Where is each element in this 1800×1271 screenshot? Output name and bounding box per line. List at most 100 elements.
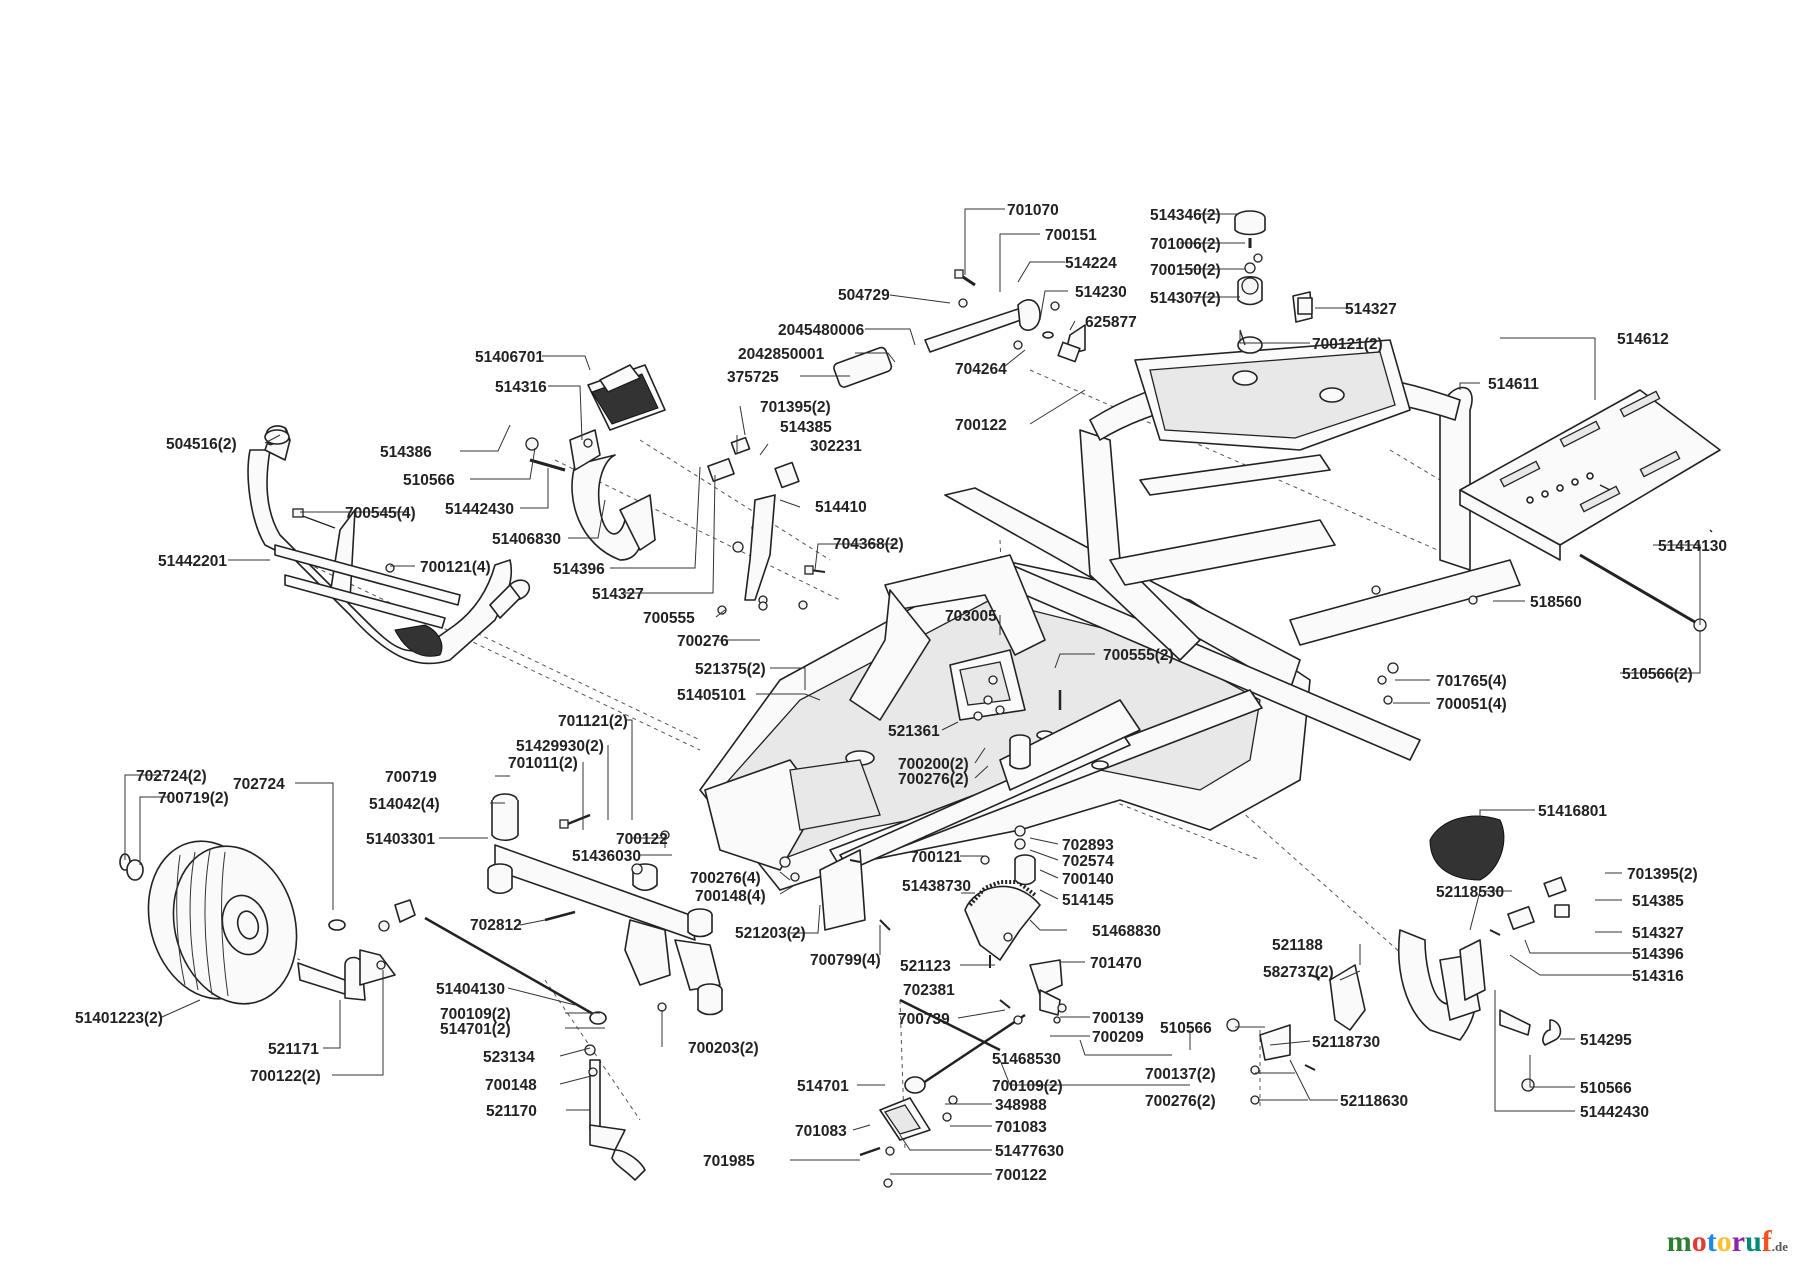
- label-514386: 514386: [380, 444, 432, 461]
- label-514307-2: 514307(2): [1150, 290, 1221, 307]
- label-700051-4: 700051(4): [1436, 696, 1507, 713]
- label-514396-right: 514396: [1632, 946, 1684, 963]
- label-700139: 700139: [1092, 1010, 1144, 1027]
- label-302231: 302231: [810, 438, 862, 455]
- label-514042-4: 514042(4): [369, 796, 440, 813]
- label-700121-4: 700121(4): [420, 559, 491, 576]
- label-51442430-left: 51442430: [445, 501, 514, 518]
- label-700200-2: 700200(2): [898, 756, 969, 773]
- logo-letter: u: [1745, 1225, 1762, 1258]
- label-51403301: 51403301: [366, 831, 435, 848]
- label-700739: 700739: [898, 1011, 950, 1028]
- label-514385-left: 514385: [780, 419, 832, 436]
- label-700150-2: 700150(2): [1150, 262, 1221, 279]
- label-700719-2: 700719(2): [158, 790, 229, 807]
- label-51442430-right: 51442430: [1580, 1104, 1649, 1121]
- label-514327-right: 514327: [1632, 925, 1684, 942]
- hardware: [292, 238, 1713, 1188]
- label-700121-steer: 700121: [910, 849, 962, 866]
- label-514295: 514295: [1580, 1032, 1632, 1049]
- label-521123: 521123: [900, 958, 951, 975]
- label-704368-2: 704368(2): [833, 536, 904, 553]
- label-700122-2: 700122(2): [250, 1068, 321, 1085]
- label-702812: 702812: [470, 917, 522, 934]
- label-514145: 514145: [1062, 892, 1114, 909]
- label-51404130: 51404130: [436, 981, 505, 998]
- label-701121-2: 701121(2): [558, 713, 628, 730]
- label-514224: 514224: [1065, 255, 1117, 272]
- label-703005: 703005: [945, 608, 997, 625]
- label-701395-2-left: 701395(2): [760, 399, 831, 416]
- label-701006-2: 701006(2): [1150, 236, 1221, 253]
- tie-rods: [394, 899, 1026, 1094]
- footrest-right: [1397, 815, 1505, 1041]
- label-702381: 702381: [903, 982, 955, 999]
- label-700151: 700151: [1045, 227, 1097, 244]
- label-700719: 700719: [385, 769, 437, 786]
- label-51468530: 51468530: [992, 1051, 1061, 1068]
- label-700109-2-right: 700109(2): [992, 1078, 1063, 1095]
- leader-lines: [124, 208, 1701, 1175]
- label-52118630: 52118630: [1340, 1093, 1408, 1110]
- label-701470: 701470: [1090, 955, 1142, 972]
- label-52118730: 52118730: [1312, 1034, 1380, 1051]
- label-504729: 504729: [838, 287, 890, 304]
- motoruf-logo: motoruf.de: [1667, 1225, 1788, 1259]
- label-514316-right: 514316: [1632, 968, 1684, 985]
- label-702574: 702574: [1062, 853, 1114, 870]
- label-51406830: 51406830: [492, 531, 561, 548]
- logo-letter: f: [1761, 1225, 1772, 1258]
- label-521188: 521188: [1272, 937, 1323, 954]
- label-51436030: 51436030: [572, 848, 641, 865]
- label-700203-2: 700203(2): [688, 1040, 759, 1057]
- label-521203-2: 521203(2): [735, 925, 806, 942]
- logo-letter: t: [1706, 1225, 1717, 1258]
- label-504516-2: 504516(2): [166, 436, 237, 453]
- label-2042850001: 2042850001: [738, 346, 825, 363]
- label-700555-2: 700555(2): [1103, 647, 1174, 664]
- label-700122-bottom: 700122: [995, 1167, 1047, 1184]
- label-521375-2: 521375(2): [695, 661, 766, 678]
- label-51442201: 51442201: [158, 553, 227, 570]
- label-51405101: 51405101: [677, 687, 746, 704]
- label-52118530: 52118530: [1436, 884, 1504, 901]
- front-wheel: [119, 840, 298, 1005]
- footrest-left: [569, 364, 666, 561]
- label-510566-right: 510566: [1580, 1080, 1632, 1097]
- label-700799-4: 700799(4): [810, 952, 881, 969]
- label-701070: 701070: [1007, 202, 1059, 219]
- label-51477630: 51477630: [995, 1143, 1064, 1160]
- label-51438730: 51438730: [902, 878, 971, 895]
- label-348988: 348988: [995, 1097, 1047, 1114]
- label-514327-tank: 514327: [1345, 301, 1397, 318]
- label-514346-2: 514346(2): [1150, 207, 1221, 224]
- shift-lever: [833, 299, 1086, 388]
- label-700276: 700276: [677, 633, 729, 650]
- label-375725: 375725: [727, 369, 779, 386]
- label-514701: 514701: [797, 1078, 849, 1095]
- label-514396-left: 514396: [553, 561, 605, 578]
- label-701011-2: 701011(2): [508, 755, 578, 772]
- label-700122-lever: 700122: [955, 417, 1007, 434]
- label-51429930-2: 51429930(2): [516, 738, 604, 755]
- label-51401223-2: 51401223(2): [75, 1010, 163, 1027]
- label-700122-axle: 700122: [616, 831, 668, 848]
- part-labels: 701070 700151 514224 514230 504729 62587…: [75, 202, 1727, 1184]
- label-702893: 702893: [1062, 837, 1114, 854]
- sector-gear: [964, 734, 1063, 1016]
- label-700140: 700140: [1062, 871, 1114, 888]
- label-514701-2: 514701(2): [440, 1021, 511, 1038]
- label-521361: 521361: [888, 723, 940, 740]
- label-700276-2-mid: 700276(2): [898, 771, 969, 788]
- label-514316-left: 514316: [495, 379, 547, 396]
- spindles: [297, 919, 646, 1181]
- logo-letter: m: [1666, 1225, 1692, 1258]
- label-510566-left: 510566: [403, 472, 455, 489]
- label-514611: 514611: [1488, 376, 1539, 393]
- label-700276-2-bottom: 700276(2): [1145, 1093, 1216, 1110]
- front-bumper: [247, 425, 531, 665]
- logo-brand: motoruf: [1667, 1225, 1772, 1258]
- label-51414130: 51414130: [1658, 538, 1727, 555]
